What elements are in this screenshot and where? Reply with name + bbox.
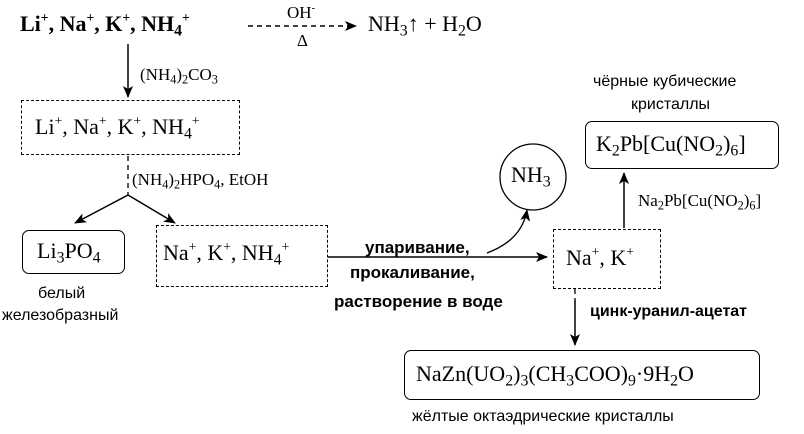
reagent-hydrophosphate: (NH4)2HPO4, EtOH [132,170,269,192]
reagent-ammonium-carbonate: (NH4)2CO3 [140,65,218,87]
reagent-na2pb: Na2Pb[Cu(NO2)6] [638,191,762,213]
nh3-circle-label: NH3 [511,162,551,191]
li3po4-box [22,230,125,274]
k2pb-box [585,121,779,169]
box1-text: Li+, Na+, K+, NH4+ [35,113,200,143]
product-nh3-h2o: NH3↑ + H2O [368,11,482,40]
process-label-calcination: прокаливание, [350,263,475,282]
reagent-zinc-uranyl-acetate: цинк-уранил-ацетат [590,303,748,320]
nh3-circle-shape [499,143,567,211]
box2-text: Na+, K+, NH4+ [163,239,290,269]
k2pb-note-line1: чёрные кубические [593,73,737,90]
process-label-evaporation: упаривание, [365,238,470,257]
box-na-k-nh4 [156,225,328,287]
box-na-k [553,229,661,289]
arrow-to-li3po4 [74,194,129,224]
reagent-oh: OH- [287,3,316,22]
k2pb-note-line2: кристаллы [631,96,711,113]
li3po4-note-line1: белый [38,285,86,302]
box3-text: Na+, K+ [566,244,634,270]
k2pb-formula: K2Pb[Cu(NO2)6] [596,131,746,160]
li3po4-note-line2: железобразный [2,307,119,324]
li3po4-formula: Li3PO4 [37,238,101,267]
arrow-to-box2 [127,194,176,224]
arrow-curve-to-nh3 [486,209,531,254]
reagent-delta: Δ [297,31,308,50]
nazn-note: жёлтые октаэдрические кристаллы [412,408,674,425]
process-label-dissolution: растворение в воде [334,292,503,311]
box-all-cations [21,100,240,155]
top-cations: Li+, Na+, K+, NH4+ [20,10,190,40]
nazn-box [404,350,760,400]
nazn-formula: NaZn(UO2)3(CH3COO)9·9H2O [416,361,694,390]
